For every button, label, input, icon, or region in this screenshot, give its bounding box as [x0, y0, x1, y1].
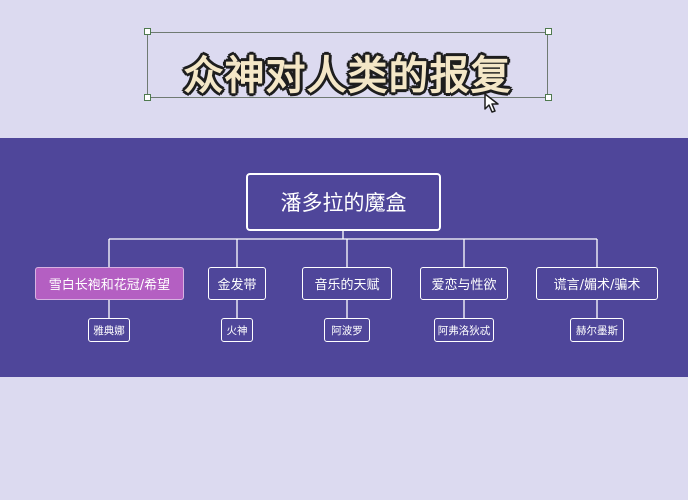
root-node[interactable]: 潘多拉的魔盒 [246, 173, 441, 231]
leaf-node-hermes[interactable]: 赫尔墨斯 [570, 318, 624, 342]
leaf-node-aphrodite[interactable]: 阿弗洛狄忒 [434, 318, 494, 342]
resize-handle-bottom-left[interactable] [144, 94, 151, 101]
leaf-node-athena[interactable]: 雅典娜 [88, 318, 130, 342]
branch-node-music[interactable]: 音乐的天赋 [302, 267, 392, 300]
branch-node-hope[interactable]: 雪白长袍和花冠/希望 [35, 267, 184, 300]
branch-node-desire[interactable]: 爱恋与性欲 [420, 267, 508, 300]
title-selection-box[interactable]: 众神对人类的报复 [147, 32, 548, 99]
cursor-arrow-icon [484, 93, 499, 113]
page-title: 众神对人类的报复 [183, 53, 512, 99]
connector-lines [108, 231, 598, 318]
branch-node-lies[interactable]: 谎言/媚术/骗术 [536, 267, 658, 300]
branch-node-golden-band[interactable]: 金发带 [208, 267, 266, 300]
mindmap-panel: 潘多拉的魔盒 雪白长袍和花冠/希望 金发带 音乐的天赋 爱恋与性欲 谎言/媚术/… [0, 138, 688, 377]
leaf-node-hephaestus[interactable]: 火神 [221, 318, 253, 342]
resize-handle-bottom-right[interactable] [545, 94, 552, 101]
resize-handle-top-right[interactable] [545, 28, 552, 35]
leaf-node-apollo[interactable]: 阿波罗 [324, 318, 370, 342]
resize-handle-top-left[interactable] [144, 28, 151, 35]
